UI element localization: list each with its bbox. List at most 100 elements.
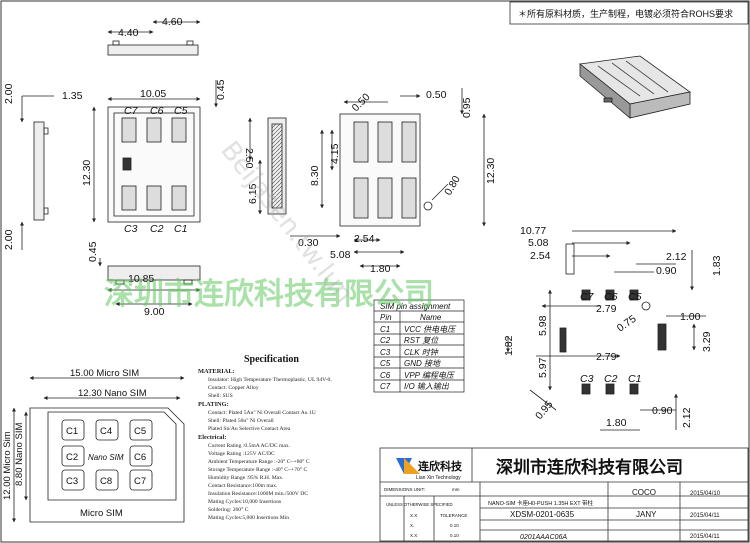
fp-pin-c1: C1	[628, 373, 641, 385]
pin-row-2-pin: C2	[380, 336, 391, 345]
dim-fp-10-77: 10.77	[520, 225, 546, 237]
pin-bot-c3: C3	[124, 223, 138, 235]
logo-en: Lian Xin Technology	[416, 475, 461, 481]
dim-fp-0-75: 0.75	[615, 313, 639, 335]
dim-fp-0-95: 0.95	[533, 398, 555, 421]
dim-fp-1-82: 1.82	[503, 335, 515, 356]
tol-row2-b: 0.10	[450, 533, 459, 538]
card-micro-width: 15.00 Micro SIM	[70, 368, 139, 379]
pin-row-3-pin: C3	[380, 348, 391, 357]
dim-fp-2-54: 2.54	[530, 250, 551, 262]
dim-top-1-35: 1.35	[62, 90, 83, 102]
date-3: 2015/04/11	[690, 534, 720, 540]
dim-fp-5-97: 5.97	[537, 357, 549, 378]
dim-pcb-0-95: 0.95	[461, 97, 473, 118]
footprint-view	[506, 229, 706, 431]
drawing-code: 0201AAAC06A	[520, 534, 567, 541]
spec-line-7: Plated Sn/Au Selective Contact Area	[208, 426, 291, 432]
spec-line-6: Shell: Plated 50u" Ni Overall	[208, 418, 274, 424]
dim-fp-0-90a: 0.90	[656, 265, 677, 277]
dimension-unit: mm	[452, 487, 460, 492]
pin-table-header-name: Name	[420, 313, 442, 322]
dim-pcb-12-30: 12.30	[485, 158, 497, 184]
dim-fp-1-00: 1.00	[680, 311, 701, 323]
card-pin-c4: C4	[100, 426, 112, 437]
tol-row2-a: X.X	[410, 533, 417, 538]
pin-table-header-pin: Pin	[380, 313, 392, 322]
spec-line-12: Storage Temperature Range :-40° C~+70° C	[208, 467, 308, 473]
card-pin-c1: C1	[66, 426, 78, 437]
tol-row1-a: X.	[410, 523, 414, 528]
spec-line-2: Contact: Copper Alloy	[208, 385, 259, 391]
product-name: NANO-SIM 卡座H0-PUSH 1.35H EXT 带柱	[488, 499, 594, 507]
title-block-text: 连欣科技 Lian Xin Technology 深圳市连欣科技有限公司 DIM…	[384, 457, 721, 541]
spec-line-8: Electrical:	[198, 434, 227, 441]
dim-pcb-4-15: 4.15	[329, 143, 341, 164]
footprint-labels: 10.77 5.08 2.54 2.12 0.90 1.83 2.79 5.98…	[503, 225, 723, 429]
dim-pcb-8-30: 8.30	[309, 165, 321, 186]
card-nano-height: 8.80 Nano SIM	[14, 423, 25, 486]
pin-row-6-pin: C7	[380, 382, 391, 391]
card-micro-height: 12.00 Micro Sim	[2, 431, 13, 500]
top-view	[20, 20, 287, 306]
spec-line-16: Mating Cycles:10,000 Insertions	[208, 499, 282, 505]
tol-header-b: TOLERANCE	[440, 513, 467, 518]
spec-line-13: Humidity Range :95% R.H. Max.	[208, 475, 284, 481]
pin-table	[373, 299, 465, 393]
pin-row-5-pin: C6	[380, 371, 391, 380]
pin-row-5-name: VPP 编程电压	[404, 371, 456, 380]
dim-top-12-30: 12.30	[81, 160, 93, 186]
dim-top-0-45b: 0.45	[87, 241, 99, 262]
pin-row-6-name: I/O 输入输出	[404, 382, 450, 391]
checked-by: JANY	[636, 510, 657, 519]
logo	[396, 458, 420, 474]
company-name: 深圳市连欣科技有限公司	[496, 457, 683, 477]
card-pin-c2: C2	[66, 452, 78, 463]
title-block	[379, 447, 749, 542]
fp-pin-c7: C7	[580, 291, 595, 303]
dim-top-9-00: 9.00	[144, 306, 165, 318]
pin-row-3-name: CLK 时钟	[404, 348, 439, 357]
fp-pin-c2: C2	[604, 373, 618, 385]
dim-top-4-60: 4.60	[162, 16, 183, 28]
spec-title: Specification	[244, 354, 299, 365]
watermark-company: 深圳市连欣科技有限公司	[104, 277, 434, 312]
pin-table-text: SIM pin assignment Pin Name C1 VCC 供电电压 …	[380, 302, 457, 391]
tol-header-a: X.X	[410, 513, 417, 518]
dim-pcb-0-50a: 0.50	[350, 91, 373, 114]
pin-row-4-name: GND 接地	[404, 359, 441, 368]
dim-pcb-0-50b: 0.50	[426, 89, 447, 101]
dim-fp-0-90b: 0.90	[652, 405, 673, 417]
pin-row-2-name: RST 复位	[404, 336, 439, 345]
card-nano-width: 12.30 Nano SIM	[78, 388, 147, 399]
spec-line-15: Insulation Resistance:1000M min./500V DC	[208, 491, 308, 497]
dim-pcb-0-30: 0.30	[298, 237, 319, 249]
dim-fp-5-98: 5.98	[537, 315, 549, 336]
fp-pin-c6: C6	[604, 291, 618, 303]
dim-fp-5-08: 5.08	[528, 237, 549, 249]
spec-line-11: Ambient Temperature Range :-20° C~+80° C	[208, 459, 310, 465]
dimension-unit-label: DIMENSIONS UNIT:	[384, 487, 425, 492]
header-note-text: ＊所有原料材质，生产制程，电镀必须符合ROHS要求	[518, 8, 733, 19]
dim-pcb-0-80: 0.80	[442, 174, 463, 198]
card-pin-c3: C3	[66, 476, 78, 487]
pin-row-4-pin: C5	[380, 359, 391, 368]
dim-top-4-40: 4.40	[118, 27, 139, 39]
spec-line-0: MATERIAL:	[198, 368, 235, 375]
dim-top-2-00b: 2.00	[3, 229, 15, 250]
dim-pcb-1-80: 1.80	[370, 263, 391, 275]
dim-side-6-15: 6.15	[247, 183, 259, 204]
pin-top-c6: C6	[150, 105, 164, 117]
dim-top-0-45a: 0.45	[215, 79, 227, 100]
fp-pin-c5: C5	[628, 291, 642, 303]
card-pin-c8: C8	[100, 476, 112, 487]
dim-top-10-85: 10.85	[128, 273, 154, 285]
dim-fp-2-79b: 2.79	[596, 351, 617, 363]
date-2: 2015/04/11	[690, 513, 720, 519]
card-drawing	[12, 376, 185, 523]
spec-line-5: Contact: Plated 5Au" Ni Overall Contact …	[208, 410, 316, 416]
pin-top-c5: C5	[174, 105, 188, 117]
pin-bot-c2: C2	[150, 223, 164, 235]
